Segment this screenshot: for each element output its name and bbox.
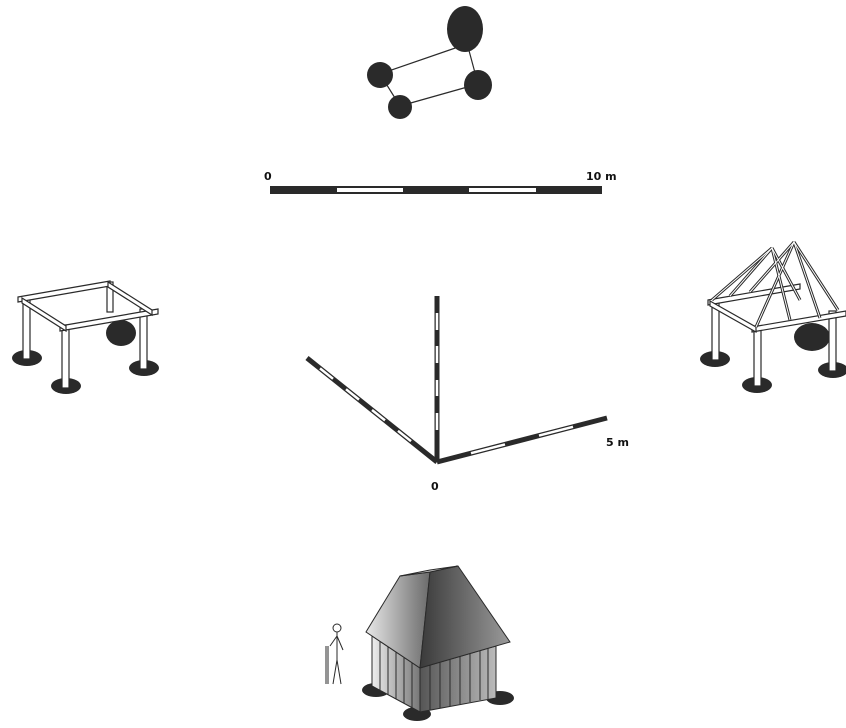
posthole-large: [447, 6, 483, 52]
roofed-building: [362, 565, 514, 721]
scale-label-start: 0: [264, 170, 272, 183]
axis-scale: 0 5 m: [305, 296, 629, 493]
axis-label-end: 5 m: [606, 436, 629, 449]
posthole-right: [464, 70, 492, 100]
scale-bar: 0 10 m: [264, 170, 617, 194]
rafter-frame-structure: [700, 241, 846, 393]
posthole-bottom: [388, 95, 412, 119]
posthole-left: [367, 62, 393, 88]
human-figure-icon: [325, 623, 344, 685]
posthole-plan: [367, 6, 492, 119]
scale-label-end: 10 m: [586, 170, 617, 183]
post-frame-structure: [12, 280, 159, 394]
axis-label-origin: 0: [431, 480, 439, 493]
